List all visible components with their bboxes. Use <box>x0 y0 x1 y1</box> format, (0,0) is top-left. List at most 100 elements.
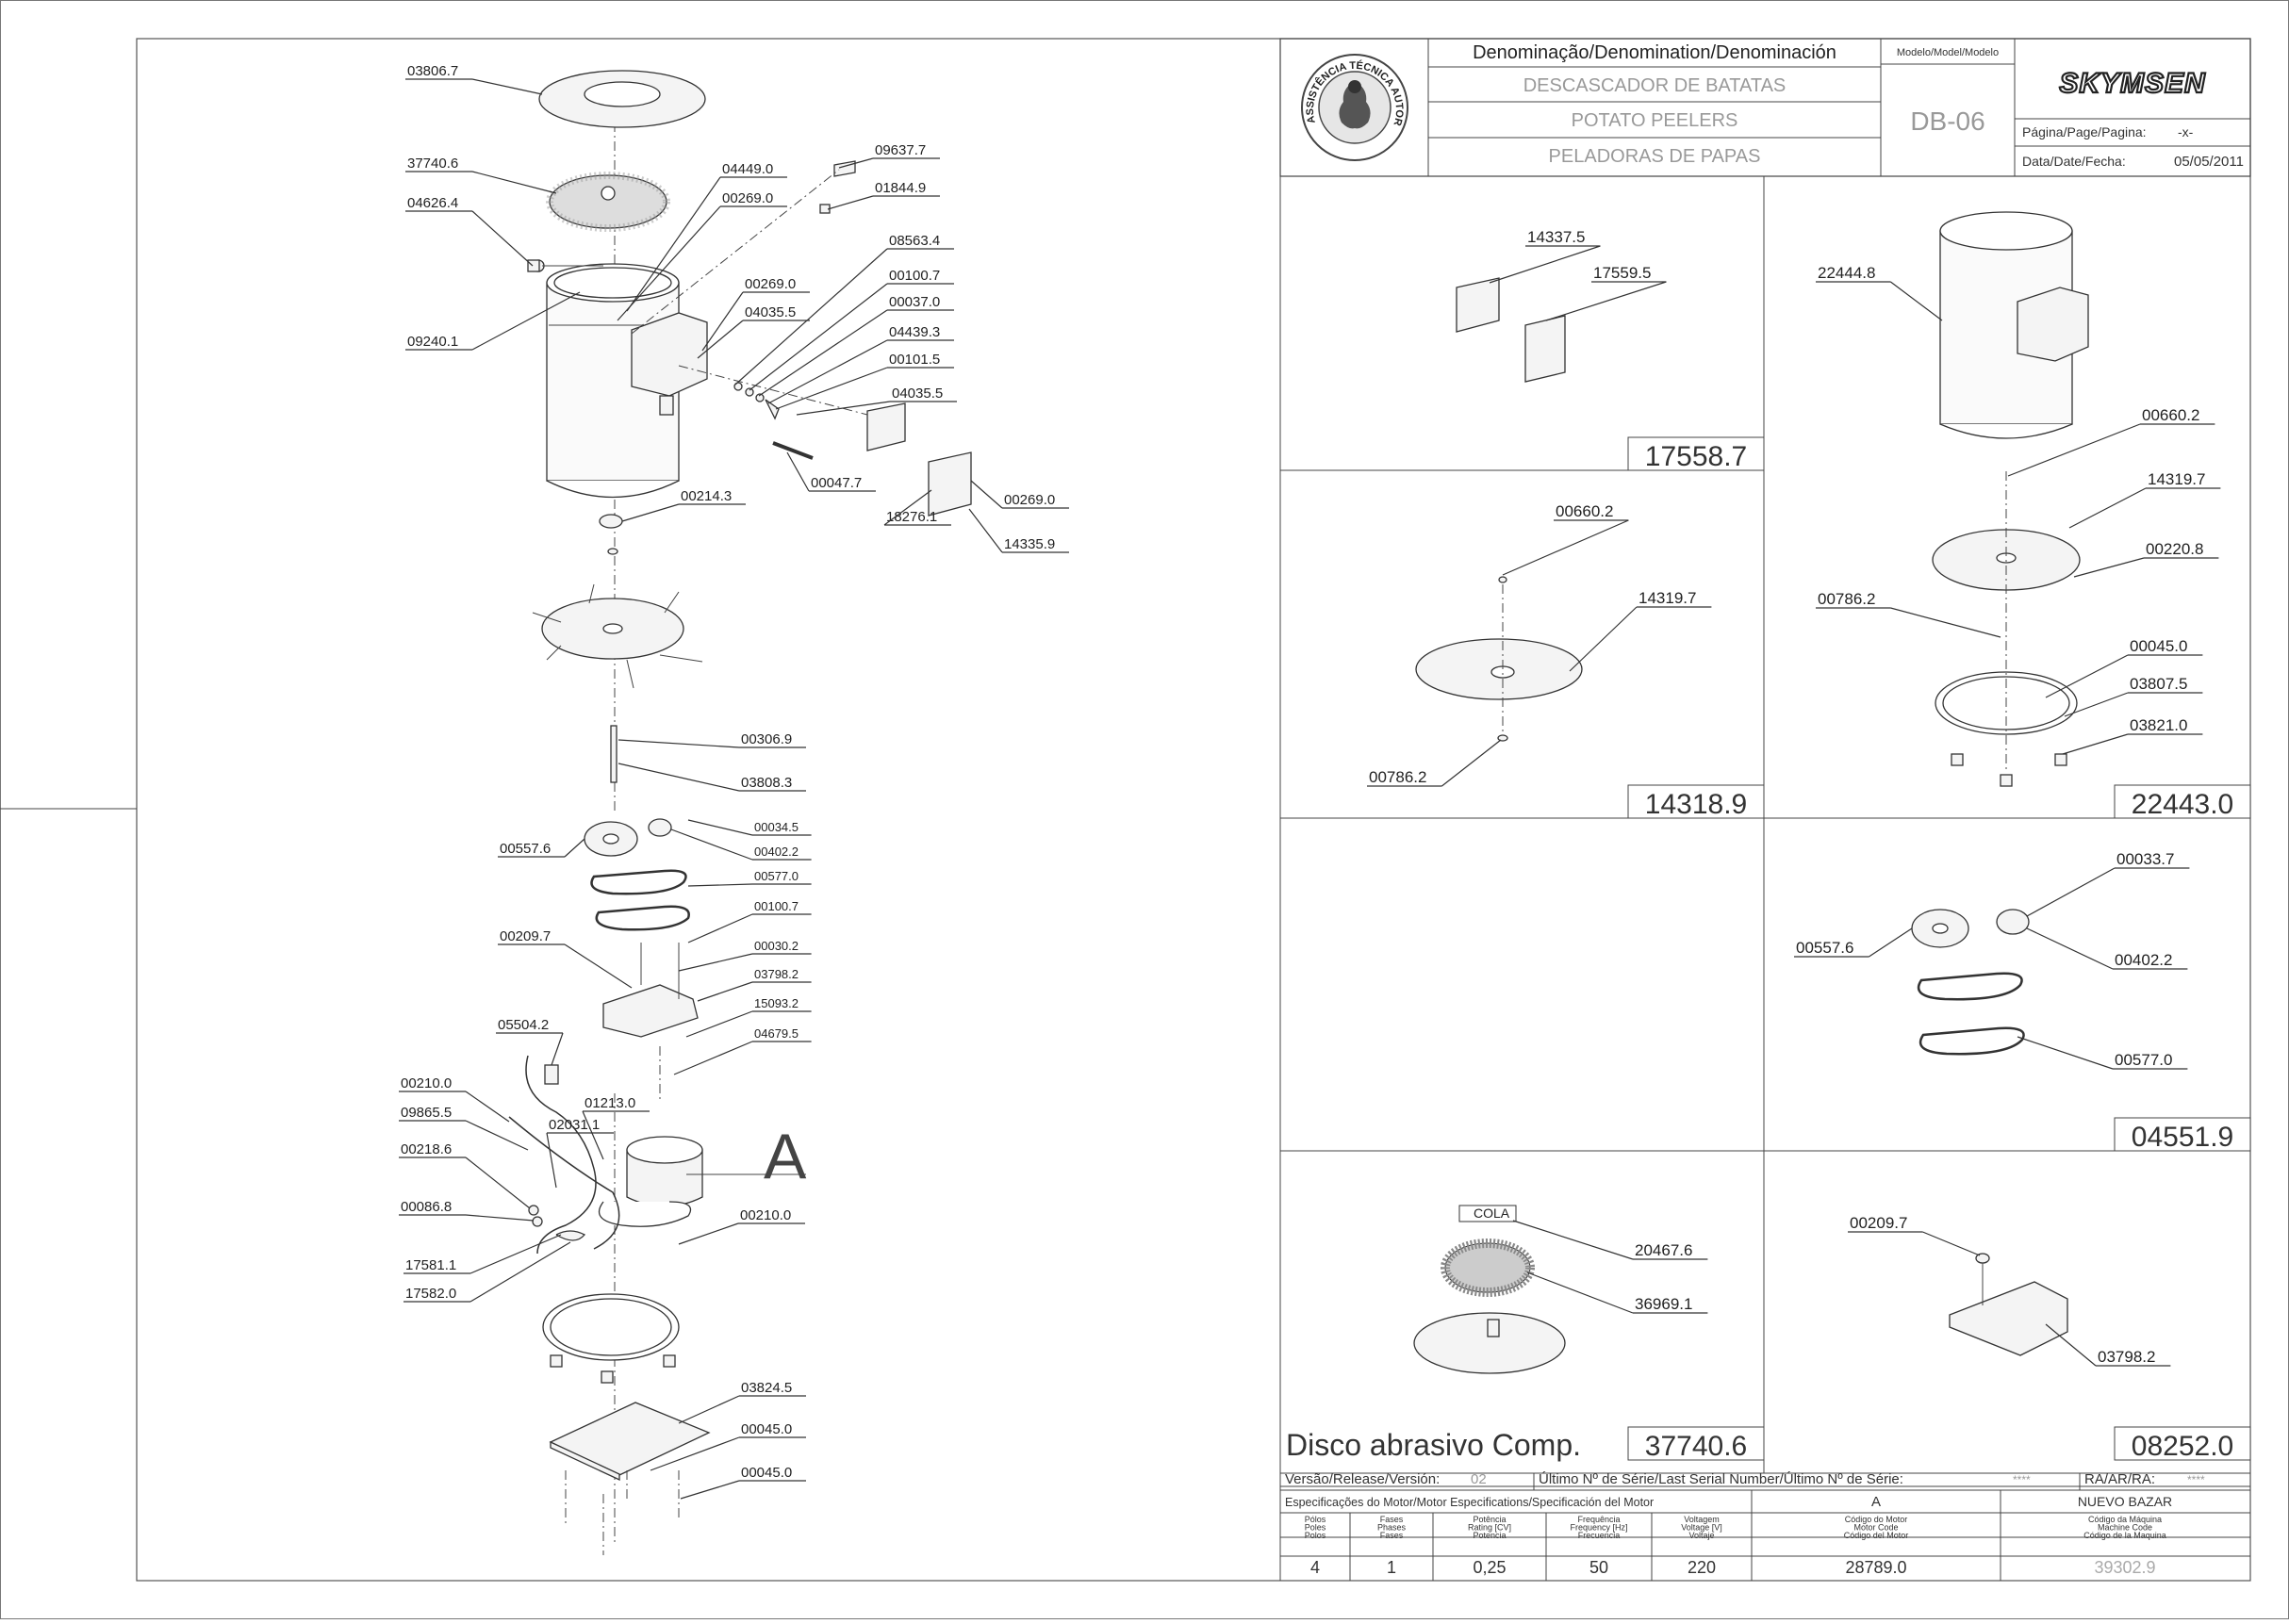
part-number: 00660.2 <box>2142 406 2199 424</box>
part-number-label: 02031.1 <box>546 1117 614 1189</box>
leader-line <box>680 1480 740 1500</box>
column-header: Fases <box>1380 1515 1404 1524</box>
kit-37740-6-drawing <box>1413 1205 1566 1374</box>
leader-line <box>970 480 1003 509</box>
version-value: 02 <box>1471 1471 1487 1487</box>
part-number: 00557.6 <box>1796 939 1853 957</box>
part-number-label: 03798.2 <box>2045 1323 2171 1367</box>
part-number-label: 03821.0 <box>2062 716 2203 755</box>
kit-08252-0-drawing <box>1949 1253 2068 1356</box>
part-number-label: 14319.7 <box>2068 470 2221 529</box>
svg-text:ASSISTÊNCIA TÉCNICA AUTORIZADA: ASSISTÊNCIA TÉCNICA AUTORIZADA <box>0 0 1405 127</box>
leader-line <box>471 210 534 267</box>
part-number-label: 36969.1 <box>1526 1271 1708 1314</box>
part-number: 04035.5 <box>745 304 796 320</box>
kit-14318-9-drawing <box>1415 576 1583 742</box>
column-value: 39302.9 <box>2094 1558 2155 1577</box>
leader-line <box>1441 739 1502 787</box>
callout-a: A <box>764 1121 807 1192</box>
part-number: 00220.8 <box>2146 540 2203 558</box>
column-header: Poles <box>1305 1523 1326 1533</box>
footer-table: Versão/Release/Versión: 02 Último Nº de … <box>1280 1471 2250 1581</box>
leader-line <box>670 828 753 861</box>
part-number-label: 08563.4 <box>734 233 954 385</box>
part-number: 09240.1 <box>407 334 458 350</box>
leader-line <box>2007 423 2141 477</box>
part-number-label: 00786.2 <box>1367 739 1502 787</box>
leader-line <box>465 1120 529 1151</box>
part-number-label: 14335.9 <box>968 508 1069 553</box>
kit-panels <box>1279 176 2250 1581</box>
column-header: Phases <box>1377 1523 1407 1533</box>
part-number: 22444.8 <box>1818 264 1875 282</box>
column-value: 220 <box>1688 1558 1716 1577</box>
column-header: Potência <box>1473 1515 1506 1524</box>
part-number-label: 00209.7 <box>1848 1214 1981 1256</box>
kit-code-box: 22443.0 <box>2114 784 2251 820</box>
leader-line <box>687 883 753 887</box>
column-header: Frequency [Hz] <box>1570 1523 1627 1533</box>
part-number: 00030.2 <box>754 939 799 953</box>
part-number: 00557.6 <box>500 841 551 857</box>
leader-line <box>758 309 888 397</box>
part-number-label: 00037.0 <box>758 294 954 397</box>
leader-line <box>678 953 753 972</box>
date-label: Data/Date/Fecha: <box>2022 154 2126 169</box>
part-number: 00269.0 <box>722 190 773 206</box>
part-number: 00210.0 <box>740 1207 791 1223</box>
serial-value: **** <box>2013 1473 2031 1486</box>
column-header: Código da Máquina <box>2088 1515 2162 1524</box>
leader-line <box>582 1110 604 1160</box>
part-number-label: 00269.0 <box>701 276 810 352</box>
column-value: 1 <box>1387 1558 1396 1577</box>
column-value: 4 <box>1310 1558 1320 1577</box>
part-number: 37740.6 <box>407 156 458 172</box>
column-header: Potencia <box>1473 1531 1506 1540</box>
part-number-label: 00402.2 <box>2026 927 2188 970</box>
svg-text:17558.7: 17558.7 <box>1645 441 1747 472</box>
part-number-label: 04035.5 <box>796 385 957 416</box>
leader-line <box>685 1010 753 1038</box>
part-number-label: 00269.0 <box>970 480 1069 509</box>
part-number: 04035.5 <box>892 385 943 402</box>
part-number-label: 00220.8 <box>2073 540 2219 578</box>
part-number-label: 00209.7 <box>498 928 633 989</box>
leader-line <box>650 1436 740 1471</box>
part-number: 00086.8 <box>401 1199 452 1215</box>
part-number: 00269.0 <box>745 276 796 292</box>
part-number: 00218.6 <box>401 1141 452 1157</box>
part-number: 01844.9 <box>875 180 926 196</box>
motor-spec-label: Especificações do Motor/Motor Especifica… <box>1285 1496 1654 1509</box>
part-number-label: 00557.6 <box>1794 927 1913 958</box>
part-number-label: 17582.0 <box>403 1241 571 1303</box>
leader-line <box>1869 927 1913 958</box>
column-value: 0,25 <box>1473 1558 1506 1577</box>
part-number-label: 03806.7 <box>405 63 543 95</box>
motor-plate-part <box>602 984 699 1038</box>
part-number-label: 00100.7 <box>749 268 954 391</box>
column-header: Código do Motor <box>1845 1515 1908 1524</box>
product-name-pt: DESCASCADOR DE BATATAS <box>1523 75 1787 96</box>
svg-text:08252.0: 08252.0 <box>2132 1431 2233 1462</box>
leader-line <box>465 1091 510 1123</box>
part-number-label: 00101.5 <box>775 352 954 410</box>
part-number: 00209.7 <box>500 928 551 944</box>
leader-line <box>551 1032 564 1066</box>
client-name: NUEVO BAZAR <box>2078 1494 2172 1509</box>
column-header: Motor Code <box>1853 1523 1898 1533</box>
part-number: 04439.3 <box>889 324 940 340</box>
leader-line <box>1489 245 1601 284</box>
part-number: 09865.5 <box>401 1105 452 1121</box>
leader-line <box>1545 281 1667 321</box>
part-number-label: 03824.5 <box>678 1380 806 1424</box>
column-header: Voltage [V] <box>1681 1523 1722 1533</box>
leader-line <box>1922 1231 1981 1256</box>
part-number: 14319.7 <box>1639 589 1696 607</box>
part-number-label: 15093.2 <box>685 996 812 1038</box>
leader-line <box>2064 692 2129 717</box>
part-number-label: 14319.7 <box>1569 589 1712 672</box>
wiring-part <box>525 1055 597 1255</box>
